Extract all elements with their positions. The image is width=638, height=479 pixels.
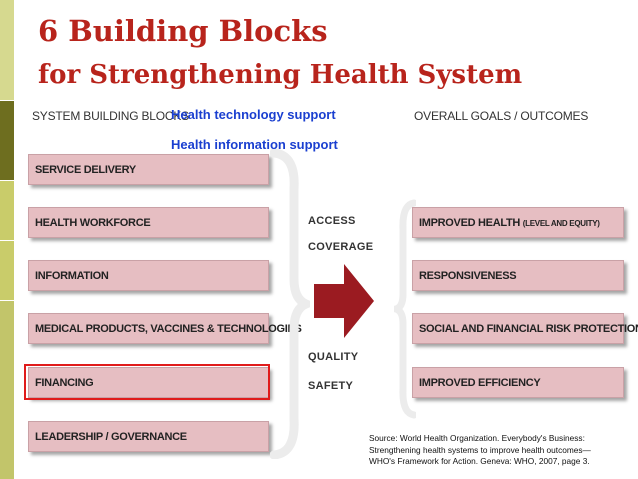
sidebar-divider <box>0 100 14 101</box>
criterion-access: ACCESS <box>308 215 356 227</box>
outcome-label: RESPONSIVENESS <box>419 270 517 282</box>
block-leadership-governance: LEADERSHIP / GOVERNANCE <box>28 421 269 452</box>
outcome-improved-health: IMPROVED HEALTH (LEVEL AND EQUITY) <box>412 207 624 238</box>
overlay-health-technology-support: Health technology support <box>171 107 336 122</box>
block-medical-products: MEDICAL PRODUCTS, VACCINES & TECHNOLOGIE… <box>28 313 302 344</box>
overlay-health-information-support: Health information support <box>171 137 338 152</box>
source-citation: Source: World Health Organization. Every… <box>369 433 629 468</box>
outcome-label: SOCIAL AND FINANCIAL RISK PROTECTION <box>419 323 638 335</box>
right-brace <box>394 199 416 419</box>
sidebar-segment <box>0 100 14 180</box>
outcome-label: IMPROVED HEALTH <box>419 217 521 229</box>
slide-sidebar <box>0 0 14 479</box>
outcome-label: IMPROVED EFFICIENCY <box>419 377 541 389</box>
header-goals-outcomes: OVERALL GOALS / OUTCOMES <box>414 109 589 123</box>
header-building-blocks: SYSTEM BUILDING BLOCKS <box>32 109 189 123</box>
sidebar-segment <box>0 0 14 100</box>
block-information: INFORMATION <box>28 260 269 291</box>
sidebar-divider <box>0 180 14 181</box>
source-line: WHO's Framework for Action. Geneva: WHO,… <box>369 456 590 466</box>
sidebar-divider <box>0 240 14 241</box>
outcome-note: (LEVEL AND EQUITY) <box>522 219 600 228</box>
left-brace <box>270 149 310 459</box>
outcome-risk-protection: SOCIAL AND FINANCIAL RISK PROTECTION <box>412 313 638 344</box>
source-line: Source: World Health Organization. Every… <box>369 433 585 443</box>
criterion-coverage: COVERAGE <box>308 241 374 253</box>
slide-title-line-2: for Strengthening Health System <box>38 60 523 90</box>
right-arrow-icon <box>314 264 374 338</box>
criterion-quality: QUALITY <box>308 351 359 363</box>
sidebar-divider <box>0 300 14 301</box>
financing-highlight-box <box>24 364 270 400</box>
outcome-responsiveness: RESPONSIVENESS <box>412 260 624 291</box>
block-health-workforce: HEALTH WORKFORCE <box>28 207 269 238</box>
criterion-safety: SAFETY <box>308 380 354 392</box>
sidebar-segment <box>0 300 14 479</box>
outcome-improved-efficiency: IMPROVED EFFICIENCY <box>412 367 624 398</box>
block-service-delivery: SERVICE DELIVERY <box>28 154 269 185</box>
slide-title-line-1: 6 Building Blocks <box>38 14 328 48</box>
health-system-framework-diagram: SYSTEM BUILDING BLOCKS OVERALL GOALS / O… <box>14 99 638 479</box>
source-line: Strengthening health systems to improve … <box>369 444 591 455</box>
